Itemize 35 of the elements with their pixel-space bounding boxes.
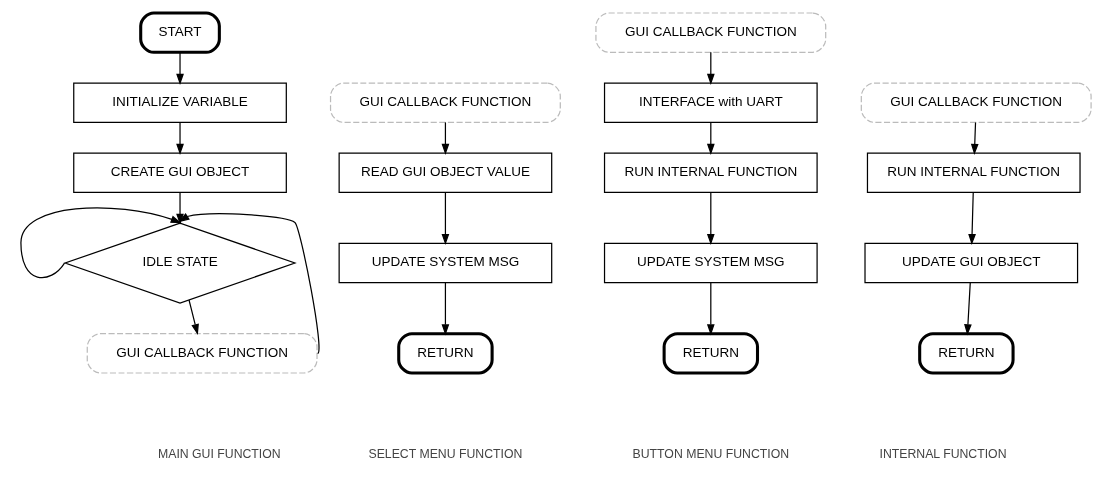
arrow — [706, 191, 715, 246]
arrow — [970, 121, 979, 155]
node-box: CREATE GUI OBJECT — [73, 152, 287, 193]
node-box: UPDATE SYSTEM MSG — [603, 242, 818, 284]
arrow — [441, 191, 450, 246]
node-box: RETURN — [397, 332, 494, 375]
label: SELECT MENU FUNCTION — [368, 447, 523, 462]
arrow — [706, 121, 715, 155]
label: MAIN GUI FUNCTION — [158, 447, 281, 462]
node-diamond: IDLE STATE — [63, 222, 297, 304]
arrow — [706, 51, 715, 85]
arrow — [964, 282, 972, 336]
arrow — [968, 191, 976, 246]
label: BUTTON MENU FUNCTION — [632, 447, 790, 462]
node-box: GUI CALLBACK FUNCTION — [86, 333, 318, 374]
node-box: INITIALIZE VARIABLE — [73, 82, 287, 123]
arrow — [441, 282, 450, 336]
node-box: UPDATE GUI OBJECT — [864, 242, 1079, 284]
arrow — [441, 121, 450, 155]
node-box: START — [139, 11, 221, 54]
node-box: RETURN — [918, 332, 1015, 375]
arrow — [188, 299, 199, 336]
node-box: GUI CALLBACK FUNCTION — [860, 82, 1092, 123]
arrow — [706, 282, 715, 336]
arrow — [176, 51, 184, 85]
node-box: UPDATE SYSTEM MSG — [338, 242, 553, 284]
node-box: GUI CALLBACK FUNCTION — [595, 12, 827, 53]
node-box: RUN INTERNAL FUNCTION — [866, 152, 1081, 193]
node-box: INTERFACE with UART — [603, 82, 818, 123]
node-box: RUN INTERNAL FUNCTION — [603, 152, 818, 193]
label: INTERNAL FUNCTION — [879, 447, 1007, 462]
node-box: GUI CALLBACK FUNCTION — [329, 82, 561, 123]
node-box: RETURN — [662, 332, 760, 375]
node-box: READ GUI OBJECT VALUE — [338, 152, 553, 193]
arrow — [176, 121, 184, 155]
